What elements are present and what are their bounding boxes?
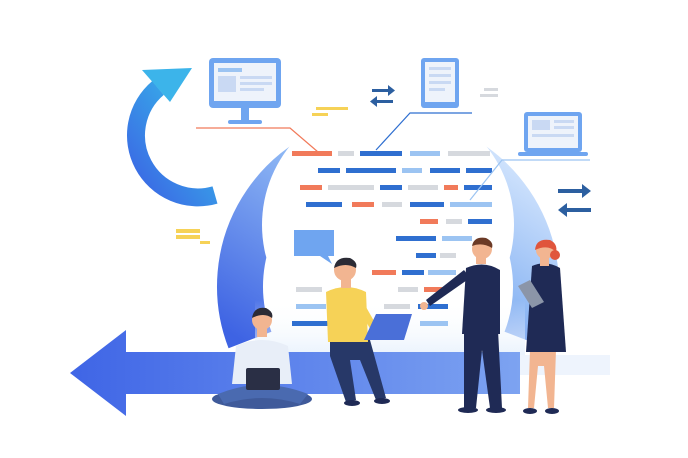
document-icon	[421, 58, 459, 108]
deco-dashes	[176, 88, 498, 244]
laptop-icon	[518, 112, 588, 156]
man-suit-pointing	[420, 237, 506, 413]
swap-arrows-icon-right	[558, 184, 591, 217]
woman-tablet	[518, 239, 566, 414]
monitor-icon	[209, 58, 281, 124]
connector-lines	[196, 112, 590, 201]
code-lines	[292, 151, 492, 326]
return-arrow-icon	[70, 330, 520, 416]
swap-arrows-icon	[370, 85, 395, 107]
chat-bubble-icon	[294, 230, 334, 264]
man-sitting-cross-legged-laptop	[212, 307, 312, 409]
man-yellow-shirt-laptop	[326, 257, 412, 406]
lightbulb-icon	[229, 166, 249, 196]
cycle-arrow-icon	[127, 68, 218, 207]
